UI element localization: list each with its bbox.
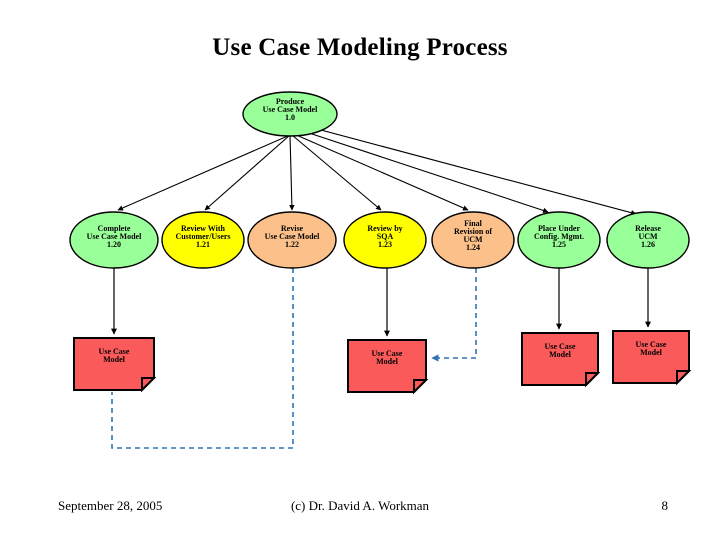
- node-review-by-sqa[interactable]: [343, 211, 427, 269]
- connector-to-complete: [117, 134, 291, 211]
- document-shape-use-case-model-doc-2[interactable]: [347, 339, 429, 395]
- activity-shape-group: [69, 91, 690, 269]
- node-complete-use-case-model[interactable]: [69, 211, 159, 269]
- footer-date: September 28, 2005: [58, 498, 163, 513]
- feedback-arrow-final-revision-to-doc2: [431, 268, 477, 362]
- node-place-under-config-mgmt[interactable]: [517, 211, 601, 269]
- document-shape-use-case-model-doc-1[interactable]: [73, 337, 157, 393]
- connector-to-review-by-sqa: [291, 134, 382, 211]
- node-final-revision-of-ucm[interactable]: [431, 211, 515, 269]
- node-produce-use-case-model[interactable]: [242, 91, 338, 137]
- document-shape-use-case-model-doc-3[interactable]: [521, 332, 601, 388]
- root-connector-group: [117, 125, 637, 216]
- artifact-connector-group: [111, 268, 651, 337]
- connector-to-revise: [289, 134, 295, 211]
- feedback-loop-doc1-to-revise: [111, 268, 294, 449]
- connector-to-final-revision: [293, 133, 469, 211]
- connector-to-release-ucm: [305, 125, 637, 216]
- document-shape-use-case-model-doc-4[interactable]: [612, 330, 692, 386]
- footer-page-number: 8: [661, 498, 669, 513]
- feedback-loop-group: [111, 268, 477, 449]
- page-title: Use Case Modeling Process: [212, 34, 508, 61]
- connector-to-place-under-config: [299, 129, 549, 214]
- footer-copyright: (c) Dr. David A. Workman: [290, 498, 430, 513]
- artifact-shape-group: [73, 330, 692, 395]
- node-release-ucm[interactable]: [606, 211, 690, 269]
- node-review-with-customer-users[interactable]: [161, 211, 245, 269]
- node-revise-use-case-model[interactable]: [247, 211, 337, 269]
- connector-to-review-with-customer: [204, 134, 291, 211]
